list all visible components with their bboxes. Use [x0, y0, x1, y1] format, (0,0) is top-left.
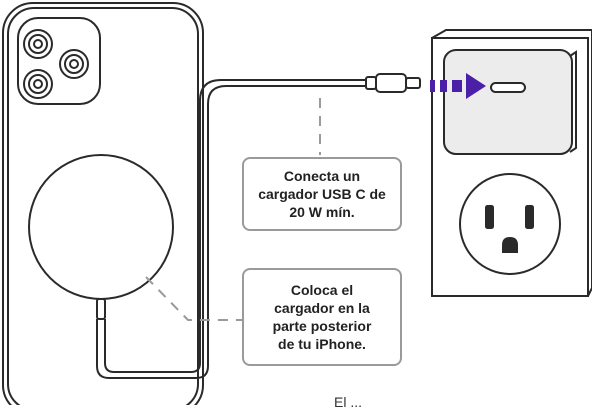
callout-place-charger: Coloca el cargador en la parte posterior… [242, 268, 402, 366]
wall-outlet-icon [431, 29, 592, 297]
usb-c-adapter-icon [443, 49, 577, 155]
callout-connect-charger: Conecta un cargador USB C de 20 W mín. [242, 157, 402, 231]
charging-cable [96, 79, 368, 379]
camera-lens-icon [23, 29, 89, 99]
arrow-right-icon [430, 73, 486, 99]
callout-place-text: Coloca el cargador en la parte posterior… [272, 282, 372, 352]
footer-caption: El ... [334, 394, 363, 410]
callout-connect-text: Conecta un cargador USB C de 20 W mín. [258, 168, 386, 220]
phone-back-icon [2, 2, 204, 405]
leader-lines [145, 98, 321, 321]
usb-c-plug-icon [365, 73, 421, 93]
magsafe-charger-icon [28, 154, 174, 320]
